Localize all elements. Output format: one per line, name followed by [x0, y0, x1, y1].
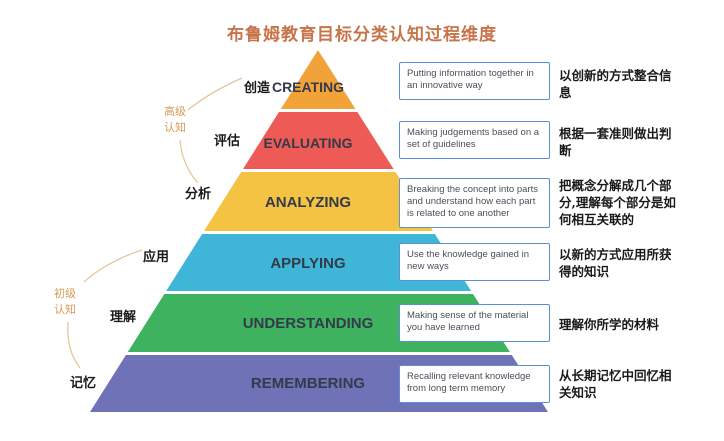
group-label-low: 初级认知 [54, 287, 76, 316]
level-name-applying: APPLYING [270, 255, 346, 272]
level-name-evaluating: EVALUATING [263, 135, 353, 151]
level-description-box: Recalling relevant knowledge from long t… [399, 365, 550, 403]
level-cn-label: 应用 [143, 250, 170, 265]
page-title: 布鲁姆教育目标分类认知过程维度 [227, 25, 497, 45]
level-cn-label: 创造 [244, 81, 271, 96]
connector-low-upper [83, 249, 143, 283]
level-name-remembering: REMEMBERING [250, 375, 366, 392]
level-description-box: Putting information together in an innov… [399, 62, 550, 100]
pyramid-layer-creating [280, 50, 356, 109]
level-cn-label: 分析 [185, 187, 212, 202]
level-cn-description: 以创新的方式整合信息 [559, 68, 672, 100]
pyramid-layer-analyzing [204, 172, 433, 231]
level-cn-description: 理解你所学的材料 [559, 317, 660, 332]
level-name-understanding: UNDERSTANDING [242, 315, 374, 332]
pyramid-layer-evaluating [243, 112, 394, 169]
level-cn-description: 从长期记忆中回忆相关知识 [559, 368, 672, 400]
level-description-box: Breaking the concept into parts and unde… [399, 178, 550, 228]
connector-high-upper [187, 77, 243, 111]
connector-low-lower [67, 321, 81, 369]
level-cn-label: 评估 [214, 134, 241, 149]
level-cn-description: 把概念分解成几个部分,理解每个部分是如何相互关联的 [559, 178, 676, 227]
level-cn-description: 根据一套准则做出判断 [559, 126, 672, 158]
level-cn-label: 理解 [110, 310, 137, 325]
pyramid-layer-applying [166, 234, 472, 291]
level-name-creating: CREATING [271, 79, 345, 95]
connector-high-lower [179, 139, 199, 184]
group-label-high: 高级认知 [164, 105, 186, 134]
level-description-box: Making sense of the material you have le… [399, 304, 550, 342]
level-cn-label: 记忆 [70, 376, 97, 391]
level-description-box: Use the knowledge gained in new ways [399, 243, 550, 281]
level-description-box: Making judgements based on a set of guid… [399, 121, 550, 159]
level-name-analyzing: ANALYZING [264, 194, 352, 211]
level-cn-description: 以新的方式应用所获得的知识 [559, 247, 672, 279]
